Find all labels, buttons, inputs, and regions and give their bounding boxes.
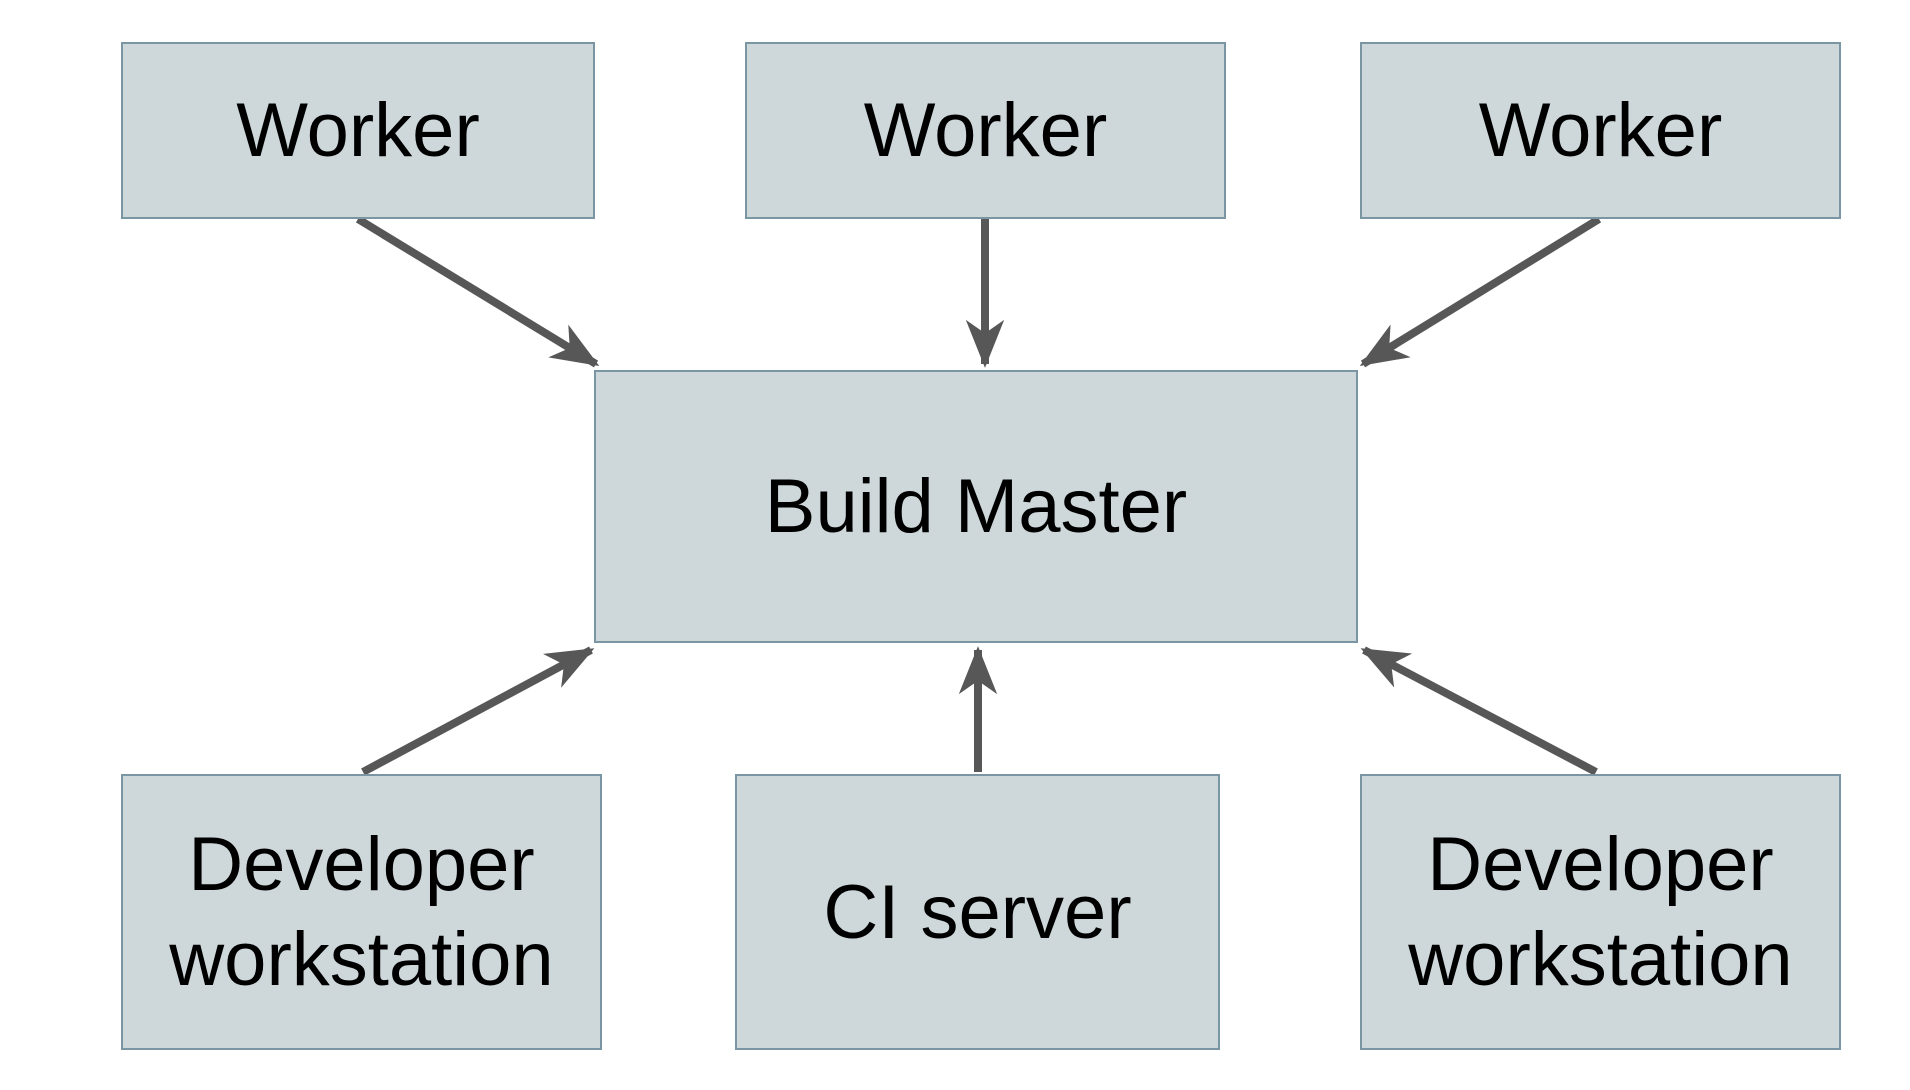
node-worker-3-label: Worker: [1478, 88, 1723, 173]
node-build-master-label: Build Master: [764, 464, 1188, 549]
node-developer-workstation-right: Developer workstation: [1360, 774, 1841, 1050]
arrow-worker3-to-buildmaster: [1359, 215, 1602, 368]
node-worker-2-label: Worker: [863, 88, 1108, 173]
node-developer-workstation-right-label: Developer workstation: [1408, 822, 1793, 1002]
node-ci-server: CI server: [735, 774, 1220, 1050]
node-worker-3: Worker: [1360, 42, 1841, 219]
node-worker-2: Worker: [745, 42, 1226, 219]
node-developer-workstation-left: Developer workstation: [121, 774, 602, 1050]
node-worker-1: Worker: [121, 42, 595, 219]
arrow-devright-to-buildmaster: [1360, 646, 1598, 776]
arrow-worker1-to-buildmaster: [355, 215, 600, 368]
node-worker-1-label: Worker: [236, 88, 480, 173]
node-developer-workstation-left-label: Developer workstation: [169, 822, 554, 1002]
node-build-master: Build Master: [594, 370, 1358, 643]
node-ci-server-label: CI server: [823, 869, 1132, 955]
arrow-devleft-to-buildmaster: [361, 646, 595, 776]
